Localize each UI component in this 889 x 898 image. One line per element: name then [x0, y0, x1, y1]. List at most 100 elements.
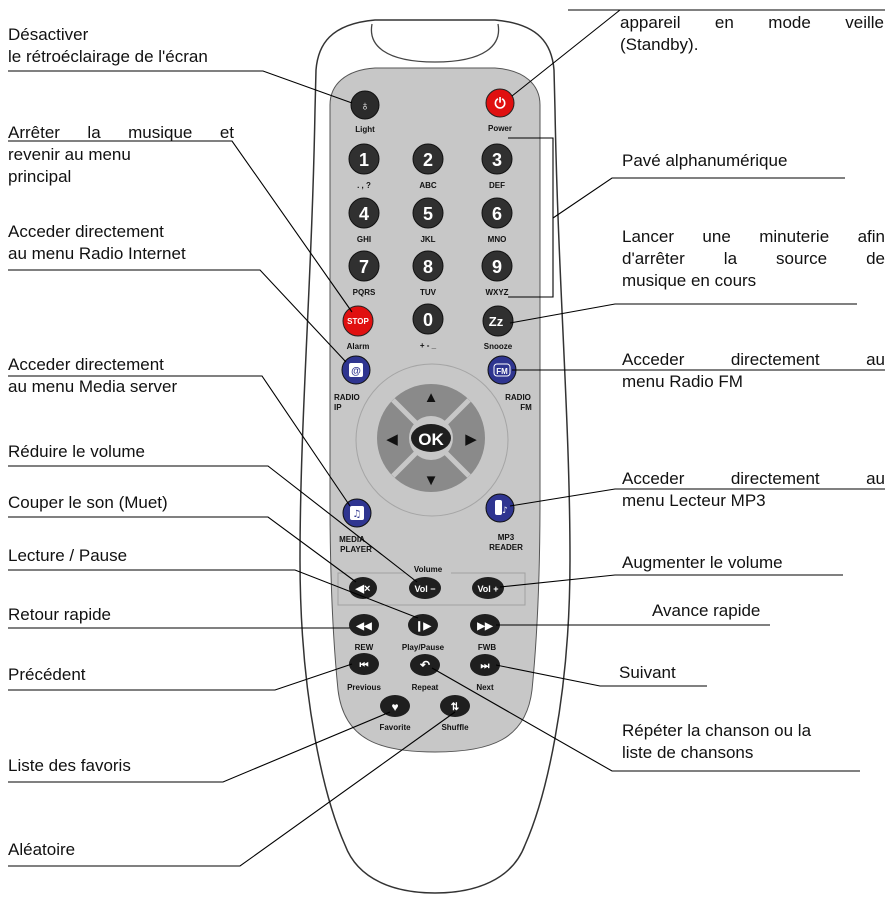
key-9-sub: WXYZ	[485, 288, 508, 297]
key-6[interactable]: 6	[481, 197, 513, 229]
forward-button[interactable]: ▶▶	[470, 614, 500, 636]
heart-icon: ♥	[391, 700, 398, 714]
key-8[interactable]: 8	[412, 250, 444, 282]
annotation-shuffle: Aléatoire	[8, 840, 76, 859]
key-1-sub: . , ?	[357, 181, 371, 190]
annotation-media-server: Acceder directement au menu Media server	[8, 355, 178, 396]
shuffle-button[interactable]: ⇅	[440, 695, 470, 717]
key-5-sub: JKL	[420, 235, 435, 244]
light-label: Light	[355, 125, 375, 134]
annotation-mute: Couper le son (Muet)	[8, 493, 168, 512]
key-2[interactable]: 2	[412, 143, 444, 175]
next-button[interactable]: ⏭	[470, 654, 500, 676]
key-4-sub: GHI	[357, 235, 371, 244]
svg-text:5: 5	[423, 204, 433, 224]
rewind-button[interactable]: ◀◀	[349, 614, 379, 636]
annotation-repeat: Répéter la chanson ou la liste de chanso…	[622, 721, 812, 762]
annotation-volume-up: Augmenter le volume	[622, 553, 783, 572]
svg-text:STOP: STOP	[347, 317, 369, 326]
mp3-reader-label-1: MP3	[498, 533, 515, 542]
svg-text:9: 9	[492, 257, 502, 277]
key-7[interactable]: 7	[348, 250, 380, 282]
radio-fm-label-2: FM	[520, 403, 532, 412]
svg-text:OK: OK	[418, 430, 444, 449]
volume-group-label: Volume	[414, 565, 443, 574]
key-5[interactable]: 5	[412, 197, 444, 229]
annotation-mp3: Acceder directement au menu Lecteur MP3	[622, 469, 885, 510]
repeat-icon: ↶	[419, 658, 430, 672]
svg-text:Vol +: Vol +	[477, 584, 498, 594]
media-player-label-1: MEDIA	[339, 535, 365, 544]
dpad-left-arrow[interactable]: ◀	[386, 431, 398, 448]
power-button[interactable]: ⏻	[485, 88, 515, 118]
annotation-keypad: Pavé alphanumérique	[622, 151, 788, 170]
key-0[interactable]: 0	[412, 303, 444, 335]
forward-icon: ▶▶	[476, 621, 494, 632]
media-player-button[interactable]: ♫	[342, 498, 372, 528]
favorite-label: Favorite	[379, 723, 411, 732]
annotation-standby: appareil en mode veille (Standby).	[620, 13, 884, 54]
play-pause-button[interactable]: ❙▶	[408, 614, 438, 636]
light-button[interactable]: ♁	[350, 90, 380, 120]
leader-lines	[8, 9, 885, 867]
radio-fm-button[interactable]: FM	[487, 355, 517, 385]
key-6-sub: MNO	[488, 235, 507, 244]
svg-text:♫: ♫	[353, 509, 362, 520]
music-note-icon	[350, 506, 364, 520]
svg-text:7: 7	[359, 257, 369, 277]
annotation-radio-fm: Acceder directement au menu Radio FM	[622, 350, 885, 391]
svg-text:0: 0	[423, 310, 433, 330]
volume-down-button[interactable]: Vol −	[409, 577, 441, 599]
next-icon: ⏭	[481, 661, 490, 672]
snooze-label: Snooze	[484, 342, 513, 351]
mp3-reader-button[interactable]: ♪	[485, 493, 515, 523]
svg-text:6: 6	[492, 204, 502, 224]
dpad-surround	[355, 363, 509, 517]
media-player-label-2: PLAYER	[340, 545, 372, 554]
power-label: Power	[488, 124, 512, 133]
repeat-label: Repeat	[412, 683, 439, 692]
key-4[interactable]: 4	[348, 197, 380, 229]
annotation-favorites: Liste des favoris	[8, 756, 131, 775]
key-0-sub: + - _	[420, 341, 437, 350]
svg-text:Vol −: Vol −	[414, 584, 435, 594]
svg-text:4: 4	[359, 204, 369, 224]
play-pause-icon: ❙▶	[415, 621, 432, 632]
annotation-play-pause: Lecture / Pause	[8, 546, 128, 565]
dpad-down-arrow[interactable]: ▼	[424, 472, 439, 489]
favorite-button[interactable]: ♥	[380, 695, 410, 717]
key-3-sub: DEF	[489, 181, 505, 190]
dpad-right-arrow[interactable]: ▶	[465, 431, 477, 448]
speaker-mute-icon: ◀×	[355, 583, 371, 595]
annotation-forward: Avance rapide	[652, 601, 761, 620]
svg-text:8: 8	[423, 257, 433, 277]
rew-label: REW	[355, 643, 374, 652]
snooze-button[interactable]: Zz	[482, 305, 514, 337]
radio-ip-label-2: IP	[334, 403, 342, 412]
annotation-rewind: Retour rapide	[8, 605, 112, 624]
annotation-previous: Précédent	[8, 665, 86, 684]
key-1[interactable]: 1	[348, 143, 380, 175]
shuffle-icon: ⇅	[451, 702, 460, 713]
annotation-backlight: Désactiver le rétroéclairage de l'écran	[8, 25, 208, 66]
mp3-player-icon	[495, 500, 502, 515]
key-3[interactable]: 3	[481, 143, 513, 175]
annotation-volume-down: Réduire le volume	[8, 442, 146, 461]
fwb-label: FWB	[478, 643, 496, 652]
stop-button[interactable]: STOP	[342, 305, 374, 337]
radio-fm-label-1: RADIO	[505, 393, 531, 402]
annotation-radio-internet: Acceder directement au menu Radio Intern…	[8, 222, 186, 263]
dpad-up-arrow[interactable]: ▲	[424, 389, 439, 406]
previous-button[interactable]: ⏮	[349, 653, 379, 675]
volume-up-button[interactable]: Vol +	[472, 577, 504, 599]
repeat-button[interactable]: ↶	[410, 654, 440, 676]
ok-button[interactable]: OK	[411, 424, 451, 452]
alarm-label: Alarm	[347, 342, 370, 351]
radio-ip-button[interactable]: @	[341, 355, 371, 385]
key-9[interactable]: 9	[481, 250, 513, 282]
shuffle-label: Shuffle	[441, 723, 469, 732]
bulb-icon: ♁	[360, 98, 370, 113]
annotation-next: Suivant	[619, 663, 676, 682]
svg-text:FM: FM	[496, 367, 508, 376]
